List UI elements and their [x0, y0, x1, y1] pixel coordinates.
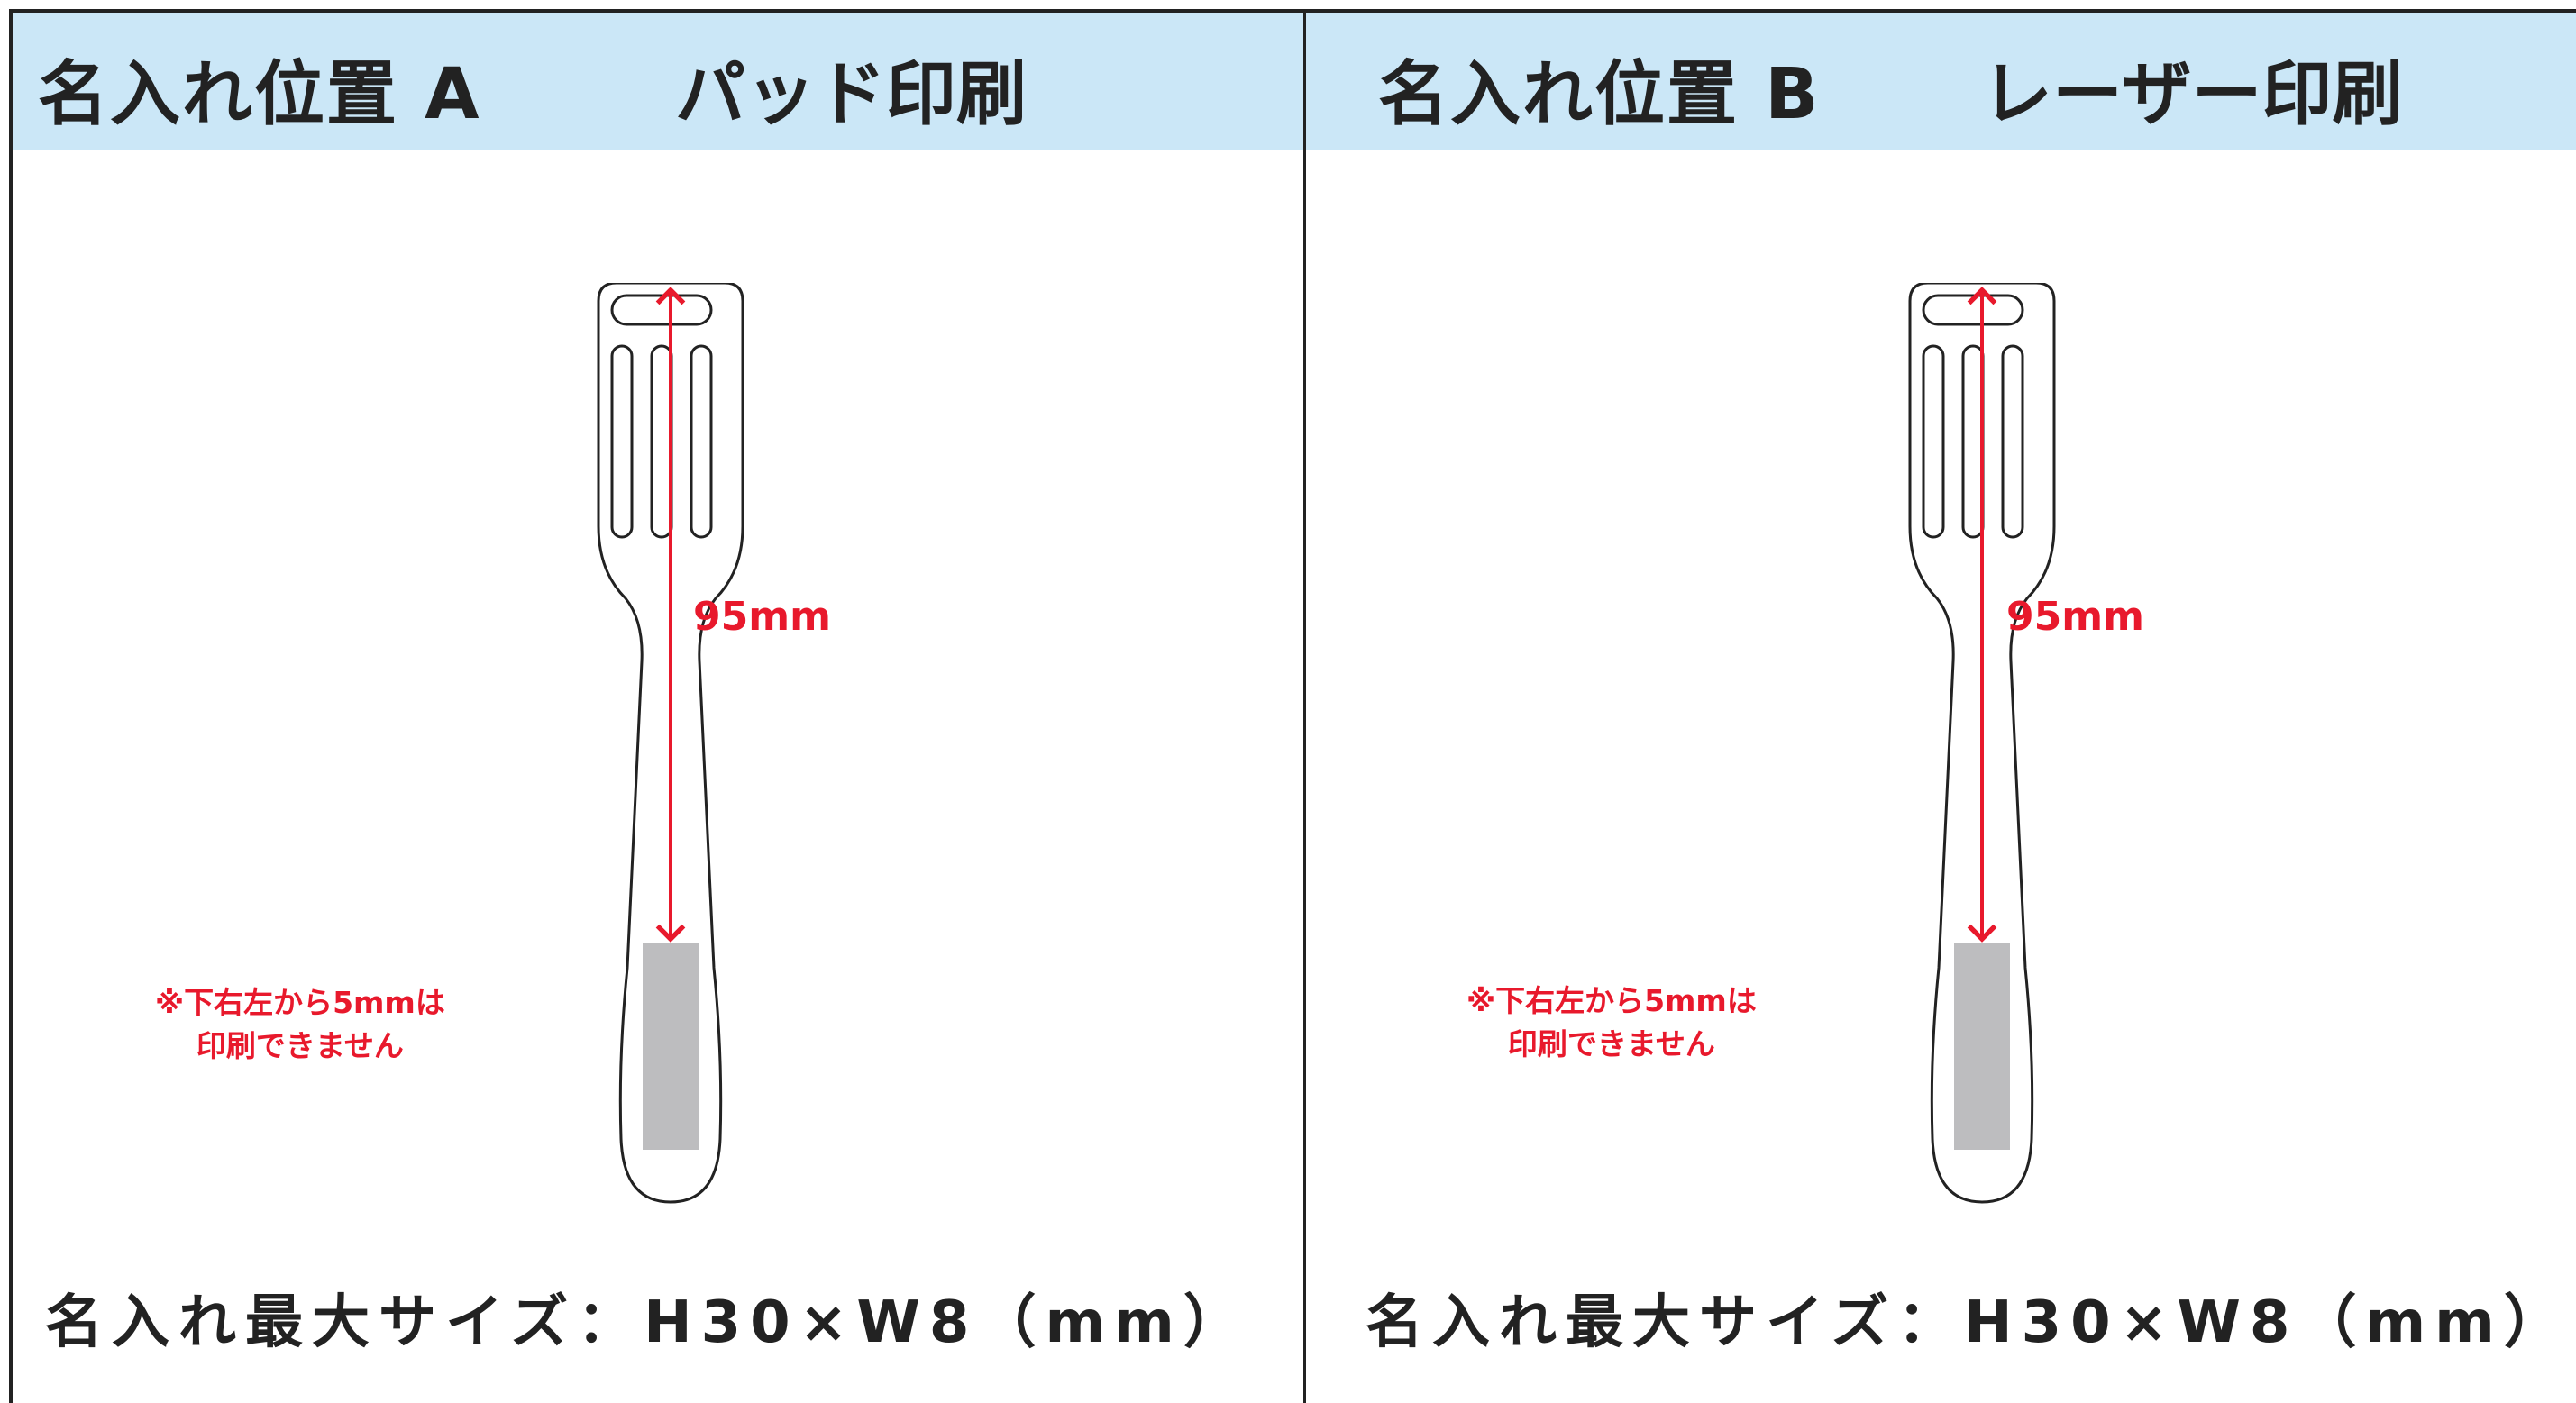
- dimension-label: 95mm: [693, 594, 831, 640]
- print-restriction-note: ※下右左から5mmは 印刷できません: [1466, 979, 1757, 1066]
- panel-header: 名入れ位置 A パッド印刷: [13, 13, 1306, 150]
- fork-illustration: [597, 283, 744, 1204]
- note-line: 印刷できません: [196, 1028, 404, 1063]
- print-area: [1954, 943, 2010, 1150]
- position-title: 名入れ位置 A: [38, 54, 481, 135]
- position-title: 名入れ位置 B: [1378, 54, 1821, 135]
- panel-position-a: 名入れ位置 A パッド印刷 95mm ※下右左から5mmは 印刷できません 名入…: [9, 9, 1306, 1403]
- note-line: ※下右左から5mmは: [1466, 983, 1757, 1018]
- note-line: ※下右左から5mmは: [155, 985, 445, 1020]
- panel-position-b: 名入れ位置 B レーザー印刷 95mm ※下右左から5mmは 印刷できません 名…: [1303, 9, 2576, 1403]
- dimension-label: 95mm: [2006, 594, 2144, 640]
- fork-illustration: [1908, 283, 2056, 1204]
- print-area: [643, 943, 699, 1150]
- tine-slot: [1922, 344, 1945, 539]
- tine-slot: [690, 344, 713, 539]
- print-method: レーザー印刷: [1982, 54, 2403, 135]
- print-method: パッド印刷: [675, 54, 1028, 135]
- max-size-label: 名入れ最大サイズ：H30×W8（mm）: [1366, 1289, 2571, 1356]
- tine-slot: [610, 344, 634, 539]
- tine-slot: [2001, 344, 2024, 539]
- note-line: 印刷できません: [1507, 1026, 1715, 1061]
- max-size-label: 名入れ最大サイズ：H30×W8（mm）: [45, 1289, 1250, 1356]
- panel-header: 名入れ位置 B レーザー印刷: [1306, 13, 2576, 150]
- print-restriction-note: ※下右左から5mmは 印刷できません: [155, 981, 445, 1068]
